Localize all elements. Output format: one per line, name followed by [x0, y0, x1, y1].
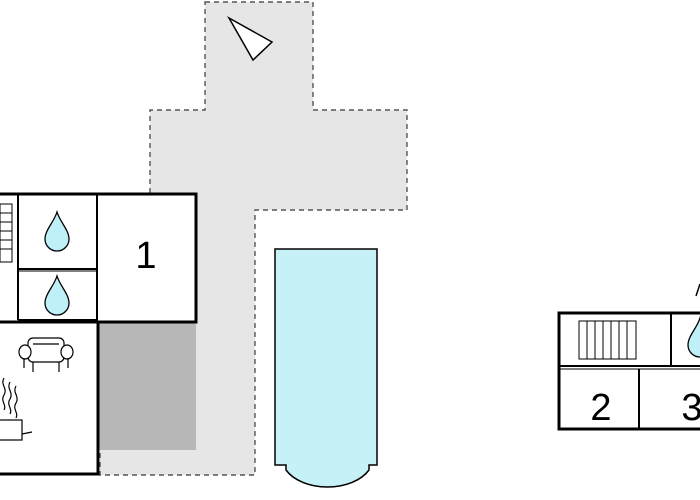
sofa-icon — [18, 337, 74, 372]
radiator-icon — [0, 203, 13, 263]
north-marker-line — [695, 283, 700, 297]
stove-icon — [0, 377, 33, 441]
radiator-icon — [578, 320, 637, 360]
main-building — [0, 192, 198, 476]
room-2-label: 2 — [590, 387, 611, 429]
water-drop-icon — [44, 209, 70, 252]
room-1-label: 1 — [135, 235, 156, 277]
water-drop-icon — [687, 315, 700, 358]
covered-area — [98, 322, 196, 450]
room-3-label: 3 — [681, 387, 700, 429]
second-building — [557, 311, 700, 431]
north-arrow-icon — [227, 16, 274, 62]
swimming-pool — [274, 248, 378, 488]
water-drop-icon — [44, 273, 70, 316]
